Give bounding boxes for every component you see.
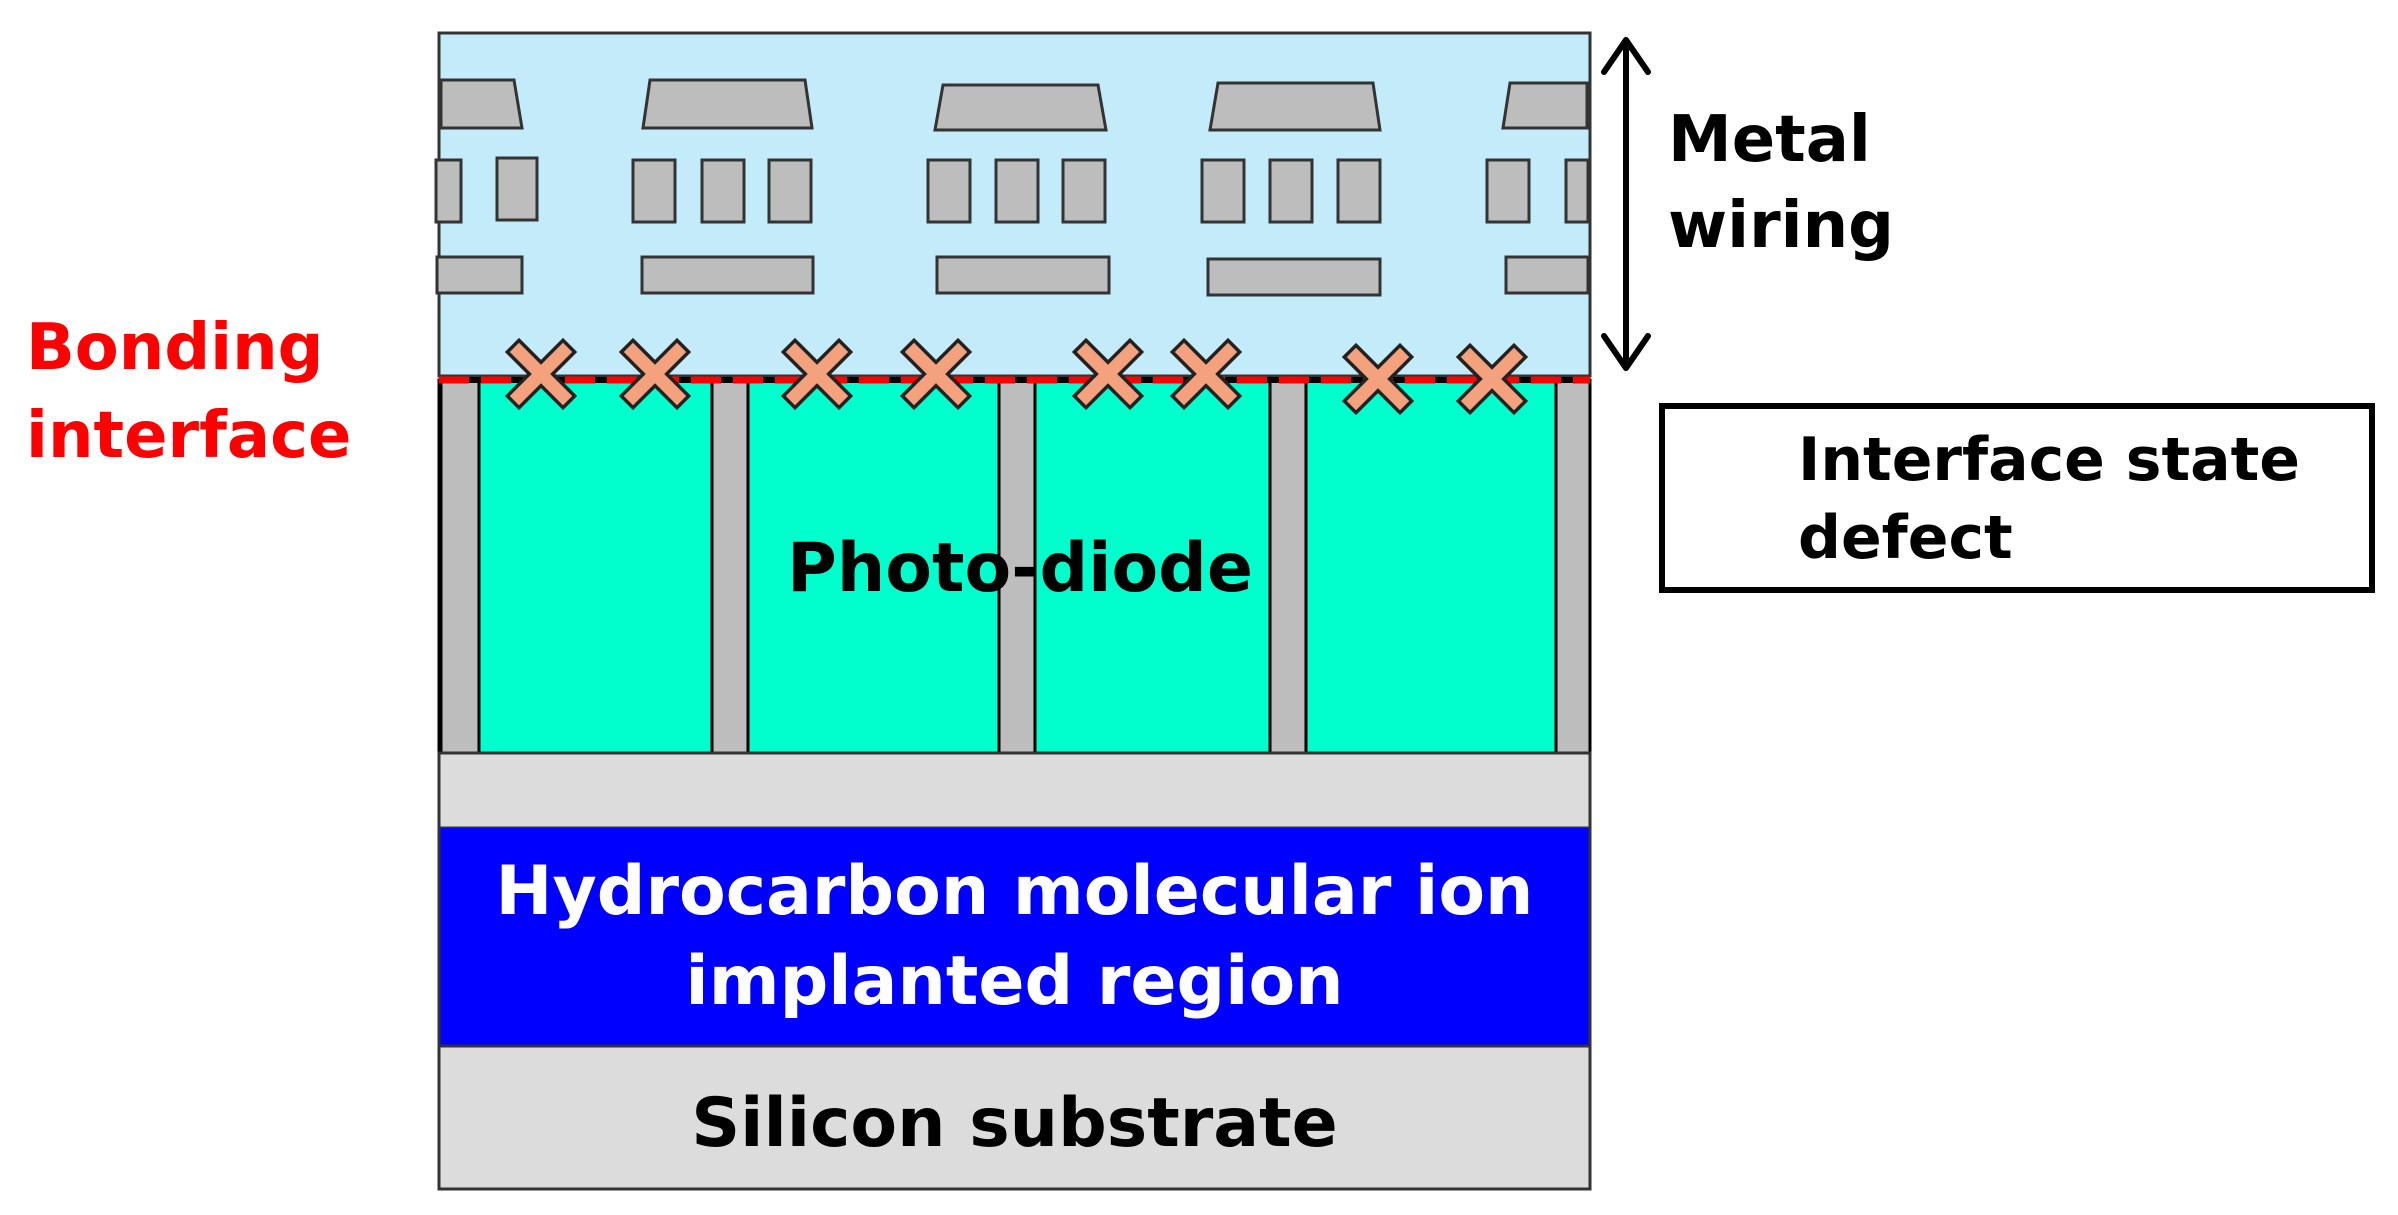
metal-via (767, 158, 813, 224)
isolation-wall (439, 378, 481, 755)
metal-lines-bottom-row (435, 255, 1590, 297)
isolation-wall (1554, 378, 1592, 755)
photodiode-label: Photo-diode (787, 529, 1253, 608)
implanted-region (439, 828, 1590, 1046)
bonding-interface-label: Bonding interface (26, 316, 351, 468)
metal-line (439, 78, 524, 130)
metal-line (933, 83, 1108, 132)
legend-text: Interface state defect (1798, 430, 2300, 568)
metal-via (994, 158, 1040, 224)
metal-via (434, 158, 463, 224)
metal-line (1206, 257, 1382, 297)
metal-line (435, 255, 524, 295)
metal-via (700, 158, 746, 224)
implanted-region-label-line2: implanted region (685, 942, 1344, 1021)
metal-wiring-arrow (1601, 37, 1651, 371)
metal-wiring-label: Metal wiring (1668, 108, 1894, 258)
metal-via (1268, 158, 1314, 224)
metal-via (1200, 158, 1246, 224)
metal-via (926, 158, 972, 224)
isolation-wall (710, 378, 750, 755)
metal-wiring-label-line1: Metal (1668, 103, 1871, 177)
metal-wiring-label-line2: wiring (1668, 189, 1894, 263)
metal-via (1061, 158, 1107, 224)
silicon-substrate-label: Silicon substrate (691, 1084, 1338, 1163)
metal-via (1485, 158, 1531, 224)
metal-via (495, 156, 539, 222)
implanted-region-label: Hydrocarbon molecular ion implanted regi… (439, 858, 1590, 1016)
metal-line (1501, 81, 1589, 130)
isolation-walls (439, 378, 1592, 755)
legend-defect-line2: defect (1798, 503, 2013, 573)
bonding-interface-label-line1: Bonding (26, 311, 324, 385)
metal-line (641, 78, 814, 130)
metal-line (1504, 255, 1590, 295)
implanted-region-label-line1: Hydrocarbon molecular ion (495, 852, 1534, 931)
legend-defect-line1: Interface state (1798, 425, 2301, 495)
metal-lines-top-row (439, 78, 1589, 132)
bonding-interface-label-line2: interface (26, 399, 352, 473)
metal-via (631, 158, 677, 224)
metal-line (935, 255, 1111, 295)
stack-outline (437, 751, 1592, 1191)
silicon-buffer-layer (437, 751, 1592, 830)
isolation-wall (997, 378, 1037, 755)
metal-line (640, 255, 815, 295)
legend (1659, 403, 2375, 593)
metal-vias-middle-row (434, 156, 1590, 224)
metal-via (1336, 158, 1382, 224)
metal-via (1564, 158, 1590, 224)
metal-line (1208, 81, 1382, 132)
